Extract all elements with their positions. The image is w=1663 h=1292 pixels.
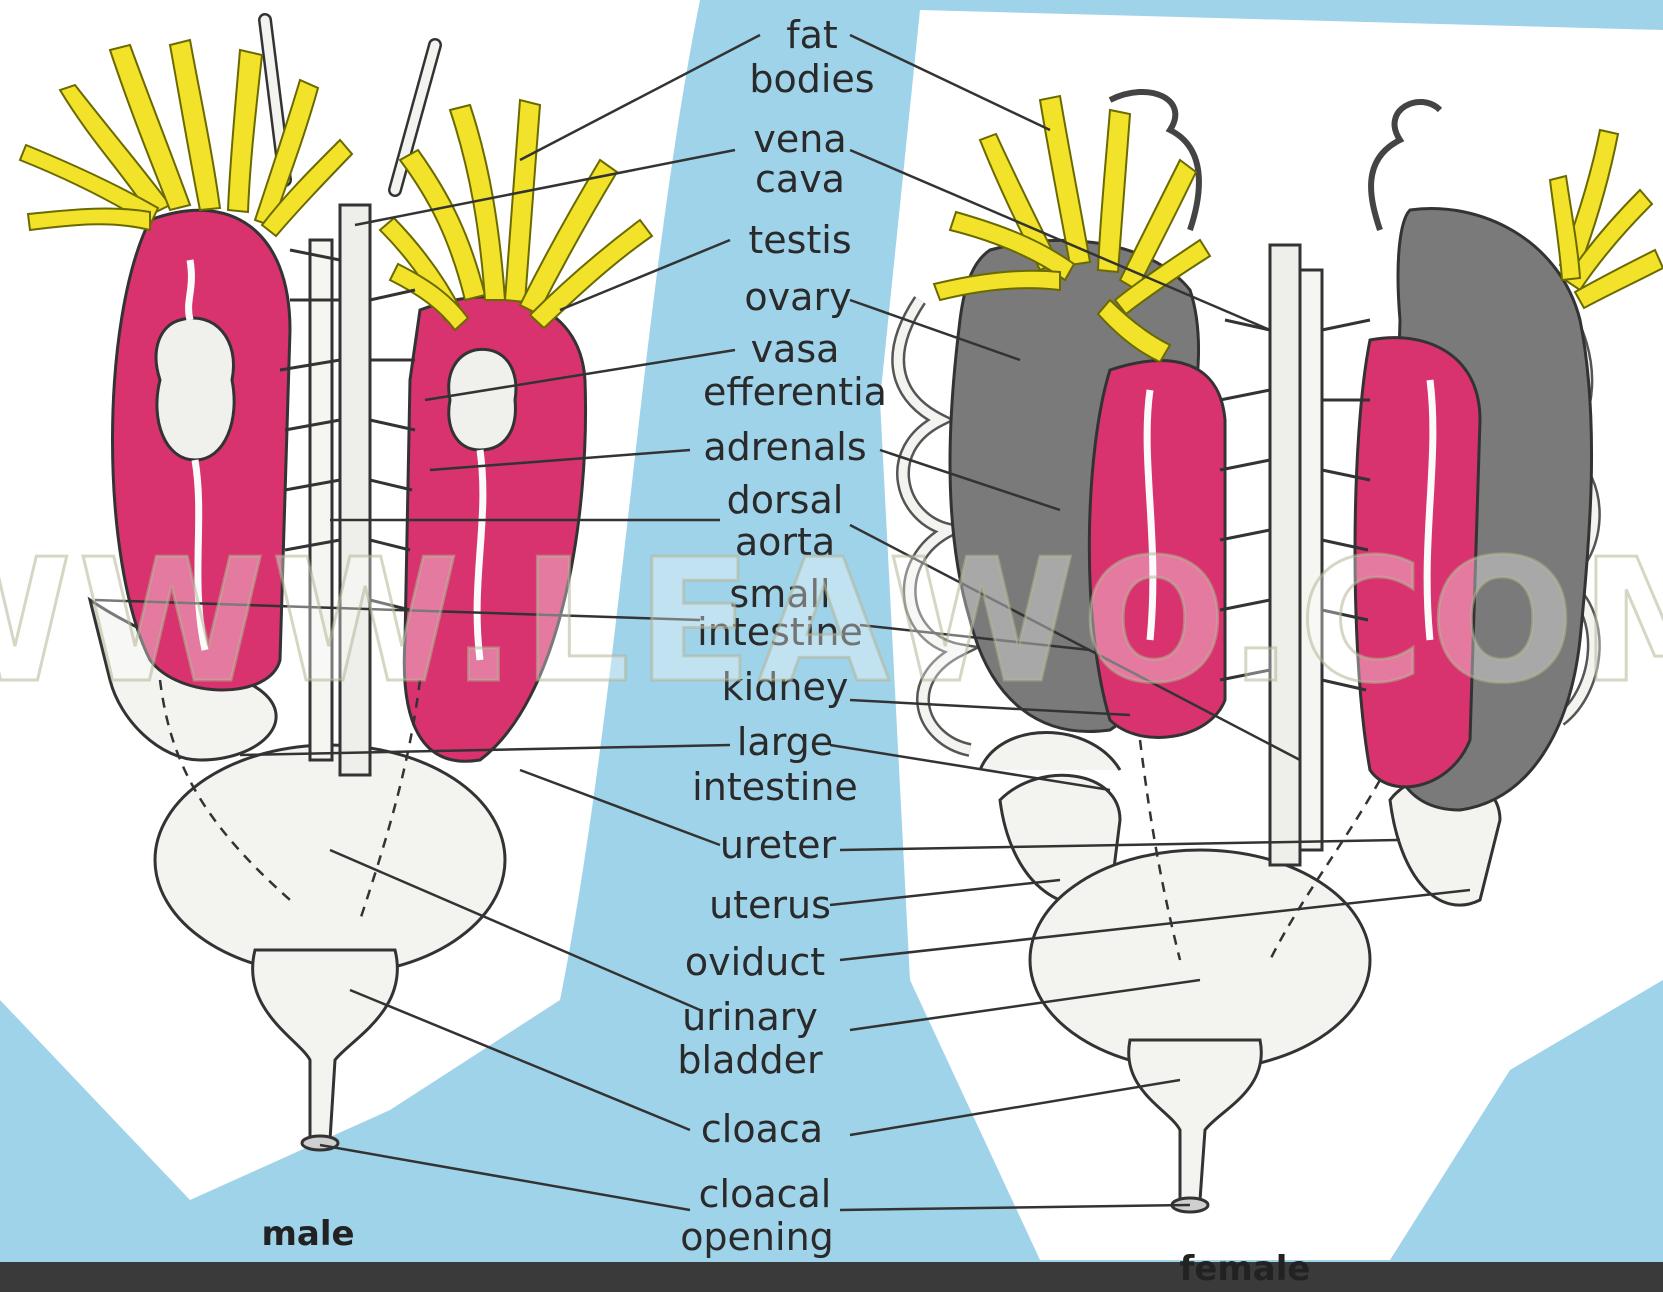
label-urinary-bladder-line2: bladder — [677, 1038, 823, 1082]
caption-male: male — [261, 1214, 354, 1254]
label-ureter: ureter — [720, 823, 837, 867]
label-adrenals: adrenals — [703, 425, 866, 469]
label-urinary-bladder-line1: urinary — [682, 995, 818, 1039]
label-cloaca: cloaca — [701, 1107, 823, 1151]
label-fat-bodies-line2: bodies — [749, 57, 874, 101]
label-vena-cava-line1: vena — [753, 117, 846, 161]
label-dorsal-aorta-line1: dorsal — [727, 478, 844, 522]
label-vena-cava-line2: cava — [755, 157, 845, 201]
label-ovary: ovary — [744, 275, 851, 319]
label-uterus: uterus — [709, 883, 831, 927]
watermark: WWW.LEAWO.COM — [0, 523, 1663, 721]
male-urinary-bladder — [155, 745, 505, 975]
label-vasa-efferentia-line1: vasa — [751, 327, 840, 371]
caption-female: female — [1180, 1249, 1311, 1289]
male-testis-right — [449, 349, 516, 450]
label-large-intestine-line2: intestine — [692, 765, 858, 809]
label-cloacal-opening-line1: cloacal — [699, 1172, 832, 1216]
female-urinary-bladder — [1030, 850, 1370, 1070]
label-fat-bodies-line1: fat — [786, 13, 838, 57]
male-testis-left — [156, 318, 234, 460]
bottom-strip — [0, 1262, 1663, 1292]
label-oviduct: oviduct — [685, 940, 825, 984]
label-testis: testis — [748, 218, 851, 262]
label-vasa-efferentia-line2: efferentia — [703, 370, 887, 414]
label-cloacal-opening-line2: opening — [680, 1215, 834, 1259]
label-large-intestine-line1: large — [737, 720, 833, 764]
